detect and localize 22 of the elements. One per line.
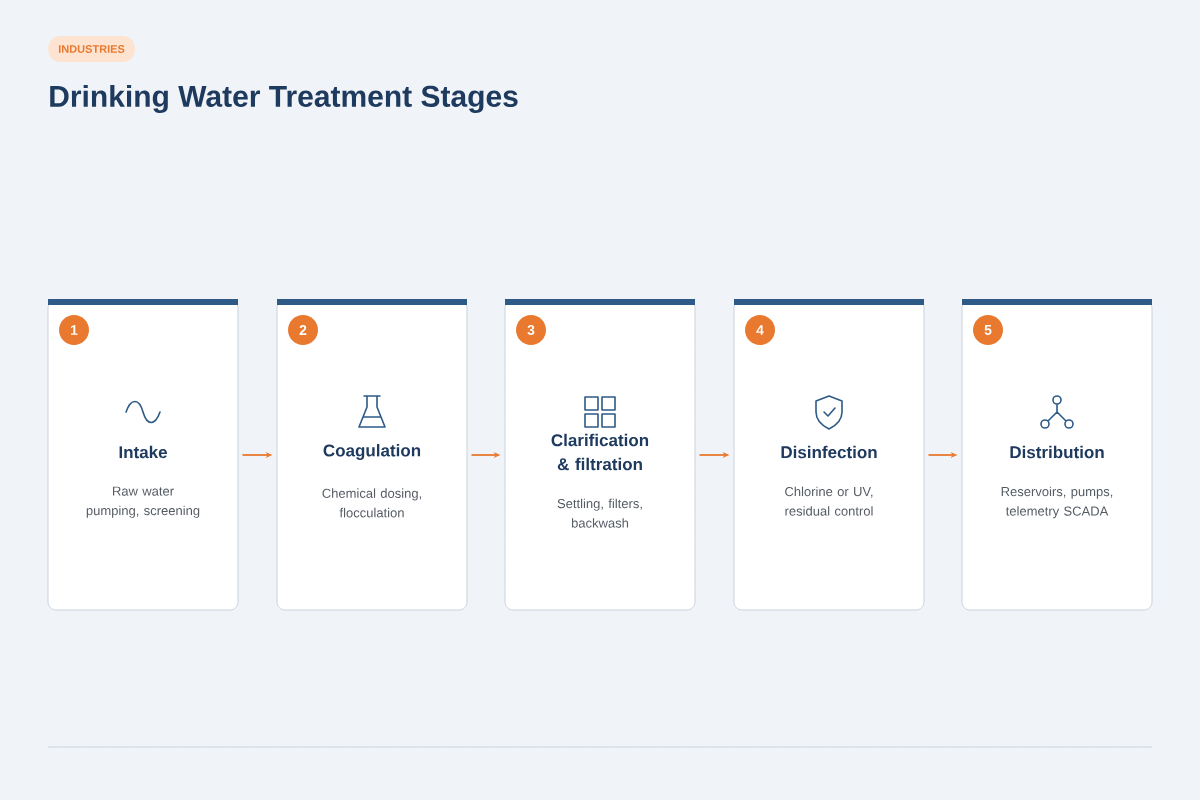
step-number: 4 [745,315,775,345]
stage-description: Chemical dosing, flocculation [322,488,422,518]
stage-card [733,299,925,611]
stage-heading: Intake [119,445,167,459]
step-number: 2 [288,315,318,345]
title: Drinking Water Treatment Stages [50,84,518,114]
step-number: 1 [59,315,89,345]
stage-card [961,299,1153,611]
stage-description: Raw water pumping, screening [86,486,200,518]
stage-heading: Coagulation [323,444,421,460]
stage-description: Reservoirs, pumps, telemetry SCADA [1001,486,1113,519]
stage-heading: Disinfection [781,445,877,459]
category-tag: INDUSTRIES [48,36,135,62]
step-number: 3 [516,315,546,345]
stage-description: Settling, filters, backwash [557,498,642,528]
stage-card [504,299,696,611]
stage-card [47,299,239,611]
stage-description: Chlorine or UV, residual control [785,486,873,516]
stage-card [276,299,468,611]
step-number: 5 [973,315,1003,345]
stage-heading: Distribution [1010,445,1104,459]
stage-heading: Clarification & filtration [551,433,649,471]
